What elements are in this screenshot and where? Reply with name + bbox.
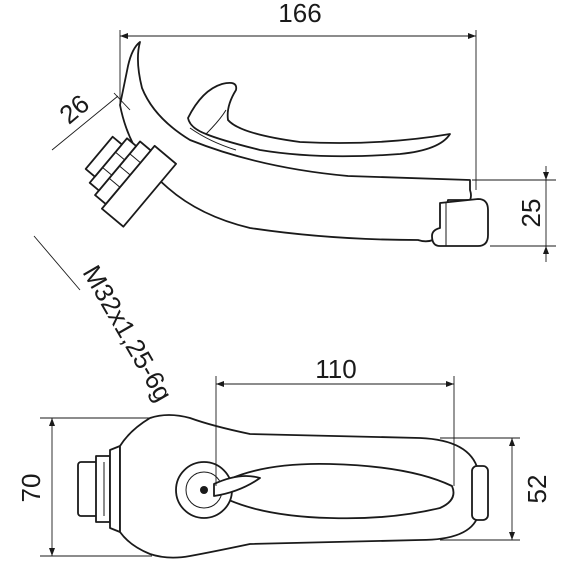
connector-thread [84,135,123,178]
top-view: 110 70 52 [16,354,552,559]
thread-connector [84,135,177,228]
inlet-ring [95,455,111,523]
thread-line-1 [129,153,141,164]
lever-base-line [189,127,237,151]
dim-handle-length: 110 [315,354,356,384]
dim-handle-width: 52 [522,475,552,504]
dim-thread-offset: 26 [53,88,94,130]
lever-handle [187,81,451,158]
dim-overall-length: 166 [278,0,321,28]
thread-line-2 [119,165,131,176]
side-view: 166 26 25 M32x1,25-6g [33,0,556,406]
dim-26-line [51,95,119,151]
thread-line-5 [102,167,113,176]
lever-neck [213,475,261,497]
inlet-thread [109,445,121,533]
lever-crease [205,109,227,135]
dim-26-ext [113,92,131,111]
dim-body-width: 70 [16,474,46,503]
thread-line-4 [115,151,125,161]
cartridge-center [200,486,208,494]
thread-spec-label: M32x1,25-6g [77,260,179,406]
outlet-nozzle [471,465,489,521]
spout-body [119,41,472,243]
thread-line-3 [108,177,121,188]
dim-spout-height: 25 [516,199,546,228]
spout-end-cap [431,198,489,247]
thread-spec-leader [33,235,81,291]
lever-top [209,462,455,520]
